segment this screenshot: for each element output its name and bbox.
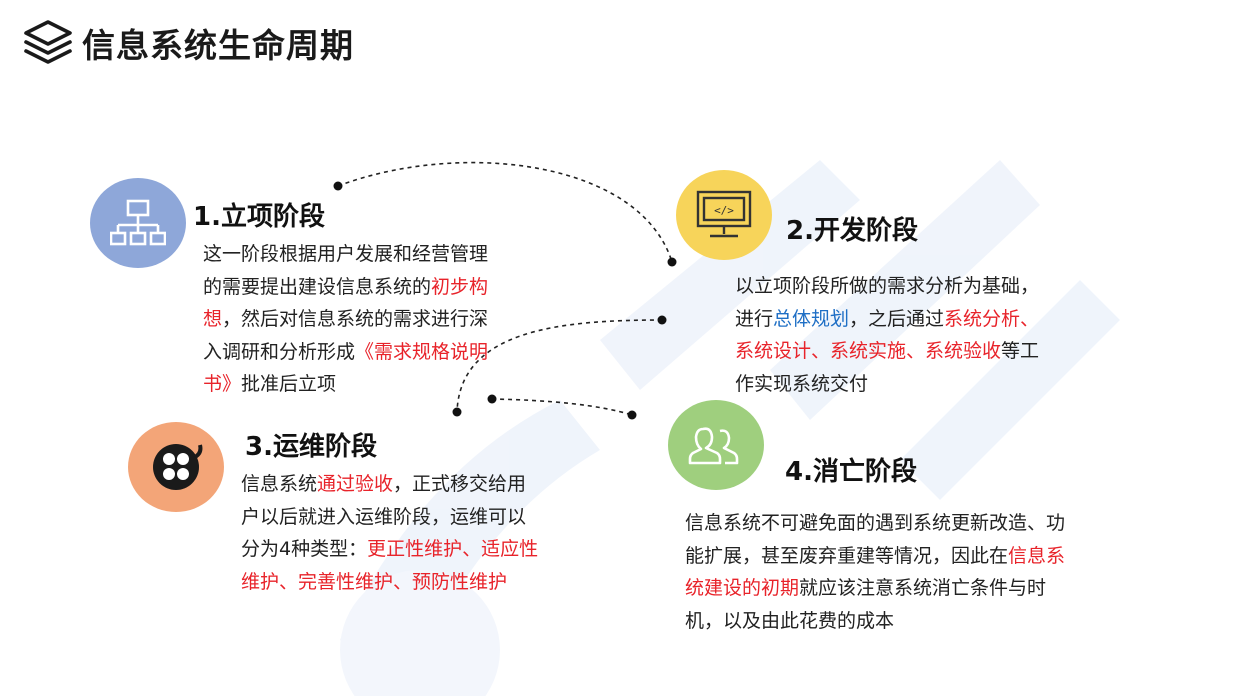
description-text: 以立项阶段所做的需求分析为基础，进行	[735, 275, 1040, 330]
stage3-description: 信息系统通过验收，正式移交给用户以后就进入运维阶段，运维可以分为4种类型：更正性…	[241, 468, 541, 598]
description-text: 批准后立项	[241, 373, 337, 395]
stage4-title: 4.消亡阶段	[785, 457, 917, 487]
svg-text:</>: </>	[714, 204, 734, 217]
stage3-title: 3.运维阶段	[245, 432, 377, 462]
stage1-title: 1.立项阶段	[193, 202, 325, 232]
highlighted-text: 更正性维护、适应性维护、完善性维护、预防性维护	[241, 538, 539, 593]
stage2-description: 以立项阶段所做的需求分析为基础，进行总体规划，之后通过系统分析、系统设计、系统实…	[735, 270, 1045, 400]
description-text: ，正式移交给用户以后就进入运维阶段，运维可以分为4种类型：	[241, 473, 527, 560]
highlighted-text: 《需求规格说明书》	[203, 340, 489, 396]
stage1-description: 这一阶段根据用户发展和经营管理的需要提出建设信息系统的初步构想，然后对信息系统的…	[203, 238, 503, 401]
highlighted-text: 总体规划	[773, 307, 850, 330]
stage4-icon-circle	[668, 400, 764, 490]
stage1-icon-circle	[90, 178, 186, 268]
description-text: 等工作实现系统交付	[735, 340, 1040, 395]
network-icon	[110, 199, 166, 246]
page-title: 信息系统生命周期	[82, 26, 354, 65]
users-icon	[688, 427, 739, 465]
highlighted-text: 初步构想	[203, 275, 489, 331]
stage2-icon-circle: </>	[676, 170, 772, 260]
description-text: 这一阶段根据用户发展和经营管理的需要提出建设信息系统的	[203, 243, 489, 298]
highlighted-text: 通过验收	[317, 473, 394, 495]
description-text: 信息系统不可避免面的遇到系统更新改造、功能扩展，甚至废弃重建等情况，因此在	[685, 512, 1066, 567]
description-text: 信息系统	[241, 473, 318, 495]
stage2-title: 2.开发阶段	[786, 216, 918, 246]
page-header: 信息系统生命周期	[22, 18, 354, 68]
description-text: 就应该注意系统消亡条件与时机，以及由此花费的成本	[685, 577, 1047, 632]
stage4-description: 信息系统不可避免面的遇到系统更新改造、功能扩展，甚至废弃重建等情况，因此在信息系…	[685, 507, 1080, 637]
film-reel-icon	[153, 444, 203, 490]
highlighted-text: 信息系统建设的初期	[685, 544, 1066, 600]
stage3-icon-circle	[128, 422, 224, 512]
code-monitor-icon: </>	[696, 190, 752, 238]
layers-icon	[24, 20, 72, 64]
description-text: ，然后对信息系统的需求进行深入调研和分析形成	[203, 308, 489, 363]
description-text: ，之后通过	[849, 307, 945, 330]
highlighted-text: 系统分析、系统设计、系统实施、系统验收	[735, 307, 1040, 363]
